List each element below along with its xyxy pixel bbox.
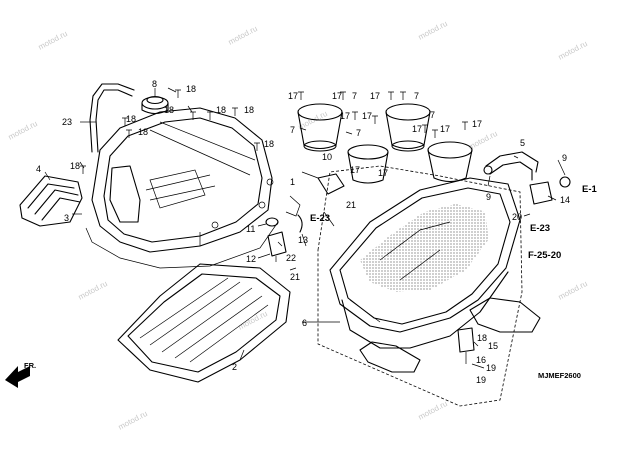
callout-17: 17 <box>362 111 372 121</box>
callout-9: 9 <box>486 192 491 202</box>
callout-7: 7 <box>356 128 361 138</box>
callout-5: 5 <box>520 138 525 148</box>
callout-20: 20 <box>512 212 522 222</box>
watermark: motod.ru <box>7 119 39 142</box>
callout-1: 1 <box>290 177 295 187</box>
cap-part <box>141 95 169 115</box>
watermark-layer: motod.ru motod.ru motod.ru motod.ru moto… <box>7 19 589 432</box>
callout-19: 19 <box>476 375 486 385</box>
callout-18: 18 <box>216 105 226 115</box>
callout-10: 10 <box>322 152 332 162</box>
callout-17: 17 <box>288 91 298 101</box>
callout-12: 12 <box>246 254 256 264</box>
callout-13: 13 <box>298 235 308 245</box>
callout-15: 15 <box>488 341 498 351</box>
callout-8: 8 <box>152 79 157 89</box>
callout-18: 18 <box>264 139 274 149</box>
callout-17: 17 <box>378 168 388 178</box>
callout-19: 19 <box>486 363 496 373</box>
watermark: motod.ru <box>227 24 259 47</box>
callout-14: 14 <box>560 195 570 205</box>
watermark: motod.ru <box>37 29 69 52</box>
callout-18: 18 <box>186 84 196 94</box>
funnel-7-b <box>385 103 431 152</box>
callout-21: 21 <box>346 200 356 210</box>
breather-tube-inner <box>89 83 135 153</box>
air-cleaner-lower-case <box>329 177 521 349</box>
reference-box <box>317 165 523 407</box>
callout-21: 21 <box>290 272 300 282</box>
callout-17: 17 <box>370 91 380 101</box>
sensor-part <box>285 173 345 217</box>
callout-18: 18 <box>244 105 254 115</box>
callout-11: 11 <box>246 224 255 234</box>
ref-e23: E-23 <box>530 223 550 234</box>
callout-22: 22 <box>286 253 296 263</box>
callout-7: 7 <box>290 125 295 135</box>
callout-3: 3 <box>64 213 69 223</box>
callout-17: 17 <box>350 165 360 175</box>
sensor-11-12 <box>265 217 287 262</box>
callout-4: 4 <box>36 164 41 174</box>
clamp-13 <box>297 214 303 233</box>
ref-e23: E-23 <box>310 213 330 224</box>
callout-7: 7 <box>430 110 435 120</box>
callout-17: 17 <box>472 119 482 129</box>
callout-2: 2 <box>232 362 237 372</box>
clamp-9-left <box>483 165 493 175</box>
callout-numbers: 23 8 18 18 18 18 18 18 18 18 4 3 2 17 17… <box>36 79 570 385</box>
callout-18: 18 <box>70 161 80 171</box>
callout-17: 17 <box>412 124 422 134</box>
watermark: motod.ru <box>417 399 449 422</box>
callout-17: 17 <box>340 111 350 121</box>
callout-18: 18 <box>164 105 174 115</box>
callout-16: 16 <box>476 355 486 365</box>
leader-lines <box>44 87 566 369</box>
housing-seal <box>85 221 279 269</box>
section-refs: E-1 E-23 E-23 F-25-20 <box>310 184 598 261</box>
seal-lower-left <box>359 341 421 373</box>
callout-6: 6 <box>302 318 307 328</box>
front-label: FR. <box>24 361 36 370</box>
ref-f2520: F-25-20 <box>528 250 561 261</box>
front-arrow-icon <box>5 366 30 388</box>
callout-18: 18 <box>138 127 148 137</box>
watermark: motod.ru <box>237 309 269 332</box>
bolts-18 <box>80 89 260 174</box>
callout-23: 23 <box>62 117 72 127</box>
air-cleaner-upper-housing <box>91 107 274 253</box>
drain-plug <box>457 327 475 364</box>
bolts-17 <box>298 91 468 138</box>
watermark: motod.ru <box>117 409 149 432</box>
ref-e1: E-1 <box>582 184 598 195</box>
callout-17: 17 <box>440 124 450 134</box>
funnel-7-c <box>427 141 473 183</box>
watermark: motod.ru <box>417 19 449 42</box>
callout-18: 18 <box>477 333 487 343</box>
watermark: motod.ru <box>557 39 589 62</box>
diagram-code: MJMEF2600 <box>538 371 581 380</box>
funnel-7-a <box>297 103 343 152</box>
hose-5 <box>485 151 539 181</box>
callout-7: 7 <box>414 91 419 101</box>
watermark: motod.ru <box>557 279 589 302</box>
air-filter-element <box>117 263 291 383</box>
intake-duct <box>19 175 83 227</box>
joint-14 <box>529 181 553 205</box>
breather-tube <box>95 89 133 153</box>
callout-18: 18 <box>126 114 136 124</box>
callout-17: 17 <box>332 91 342 101</box>
callout-9: 9 <box>562 153 567 163</box>
seal-lower-right <box>469 297 541 333</box>
watermark: motod.ru <box>77 279 109 302</box>
funnel-10 <box>347 144 389 184</box>
callout-7: 7 <box>352 91 357 101</box>
clamp-9-right <box>559 176 571 188</box>
